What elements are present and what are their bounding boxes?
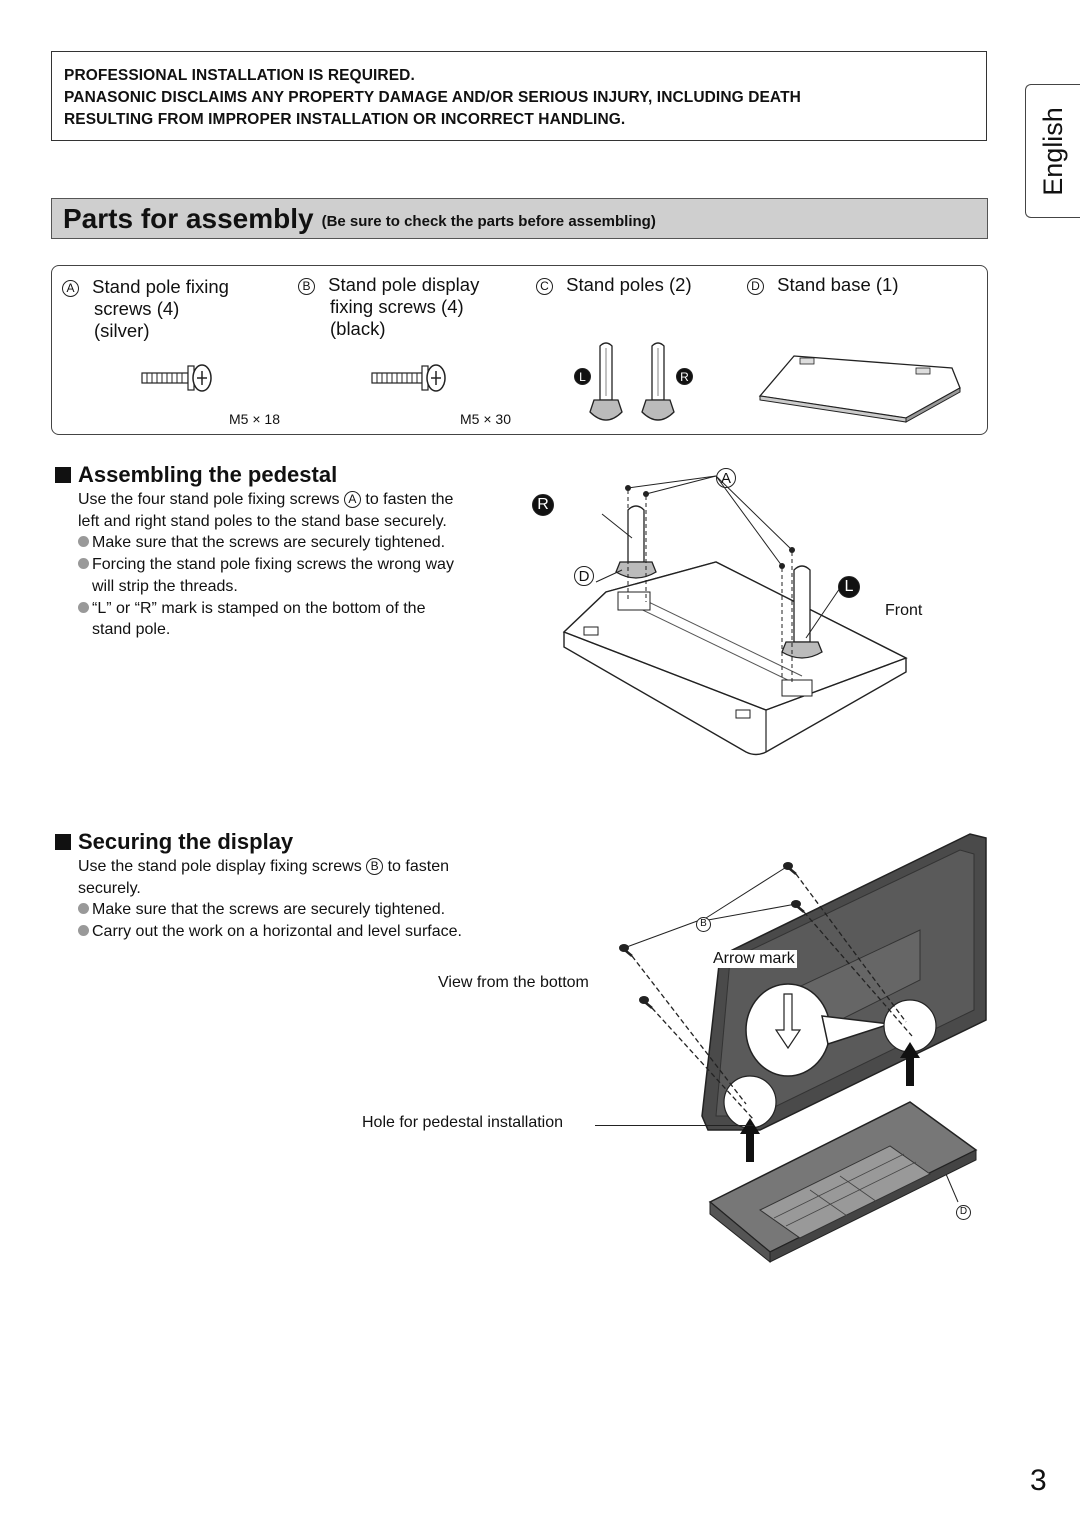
bullet-icon (78, 925, 89, 937)
warning-line-1: PROFESSIONAL INSTALLATION IS REQUIRED. (64, 67, 415, 84)
part-b-size: M5 × 30 (460, 411, 511, 427)
part-b-line-2: fixing screws (4) (330, 296, 464, 317)
fig-r-letter: R (532, 494, 554, 516)
part-a-letter: A (62, 279, 79, 297)
securing-intro-post: to fasten (387, 858, 449, 875)
fig-a-letter: A (716, 468, 736, 488)
assembling-body: Use the four stand pole fixing screws A … (78, 489, 528, 641)
view-from-bottom-label: View from the bottom (438, 974, 589, 991)
securing-intro-letter: B (366, 857, 384, 875)
securing-intro-line2: securely. (78, 879, 141, 897)
part-c-line-1: Stand poles (2) (566, 274, 692, 295)
assembling-diagram (562, 475, 908, 756)
warning-box: PROFESSIONAL INSTALLATION IS REQUIRED. P… (51, 51, 987, 141)
warning-line-3: RESULTING FROM IMPROPER INSTALLATION OR … (64, 111, 626, 128)
part-a-line-3: (silver) (94, 320, 150, 341)
part-d-label: D Stand base (1) (747, 274, 899, 296)
securing-bullet-2: Carry out the work on a horizontal and l… (92, 923, 462, 941)
bullet-icon (78, 558, 89, 570)
section-marker-icon (55, 834, 71, 850)
part-c-letter: C (536, 277, 553, 295)
hole-leader-line (595, 1125, 753, 1126)
fig-r-label: R (532, 494, 554, 516)
assembling-intro-pre: Use the four stand pole fixing screws (78, 491, 340, 508)
language-tab-label: English (1037, 106, 1068, 196)
parts-box (51, 265, 988, 435)
pole-r-mark: R (676, 368, 693, 387)
fig-b-letter: B (696, 916, 711, 932)
assembling-intro-letter: A (343, 490, 361, 508)
assembling-intro-post: to fasten the (365, 491, 454, 508)
fig-d-letter: D (574, 566, 594, 586)
fig-b-label: B (696, 914, 711, 932)
assembling-bullet-1: Make sure that the screws are securely t… (92, 534, 446, 552)
part-d-line-1: Stand base (1) (777, 274, 899, 295)
bullet-icon (78, 601, 89, 613)
assembling-bullet-2-cont: will strip the threads. (92, 577, 238, 595)
pole-l-mark: L (574, 368, 591, 387)
stand-poles-illustration (589, 342, 675, 421)
stand-base-illustration (758, 355, 961, 423)
part-b-letter: B (298, 277, 315, 295)
fig-l-letter: L (838, 576, 860, 598)
arrow-mark-label: Arrow mark (711, 950, 797, 968)
part-a-line-2: screws (4) (94, 298, 180, 319)
assembling-title: Assembling the pedestal (55, 462, 337, 488)
page-number: 3 (1030, 1464, 1047, 1497)
assembling-intro-line2: left and right stand poles to the stand … (78, 512, 447, 530)
securing-title-text: Securing the display (78, 829, 294, 854)
part-b-line-3: (black) (330, 318, 386, 339)
assembling-bullet-3: “L” or “R” mark is stamped on the bottom… (92, 599, 426, 617)
part-b-label: B Stand pole display fixing screws (4) (… (298, 274, 479, 340)
parts-subtitle: (Be sure to check the parts before assem… (321, 213, 656, 230)
securing-diagram (619, 833, 987, 1264)
part-d-letter: D (747, 277, 764, 295)
fig-front-label: Front (885, 602, 923, 619)
section-marker-icon (55, 467, 71, 483)
part-a-line-1: Stand pole fixing (92, 276, 229, 297)
assembling-bullet-2: Forcing the stand pole fixing screws the… (92, 556, 454, 574)
fig-l-label: L (838, 576, 860, 598)
part-a-label: A Stand pole fixing screws (4) (silver) (62, 276, 229, 342)
securing-intro-pre: Use the stand pole display fixing screws (78, 858, 362, 875)
fig-d2-label: D (956, 1202, 971, 1220)
securing-bullet-1: Make sure that the screws are securely t… (92, 901, 446, 919)
pole-r-letter: R (676, 368, 693, 385)
part-c-label: C Stand poles (2) (536, 274, 692, 296)
part-b-line-1: Stand pole display (328, 274, 480, 295)
fig-a-label: A (716, 468, 736, 489)
part-a-size: M5 × 18 (229, 411, 280, 427)
securing-title: Securing the display (55, 829, 293, 855)
assembling-title-text: Assembling the pedestal (78, 462, 338, 487)
screw-b-illustration (371, 364, 446, 392)
screw-a-illustration (141, 364, 212, 392)
fig-d-label: D (574, 566, 594, 587)
securing-body: Use the stand pole display fixing screws… (78, 856, 538, 943)
bullet-icon (78, 903, 89, 915)
warning-line-2: PANASONIC DISCLAIMS ANY PROPERTY DAMAGE … (64, 89, 801, 106)
parts-title: Parts for assembly (63, 202, 314, 234)
hole-label: Hole for pedestal installation (362, 1114, 564, 1131)
parts-header: Parts for assembly (Be sure to check the… (51, 198, 988, 239)
assembling-bullet-3-cont: stand pole. (92, 621, 171, 639)
language-tab[interactable]: English (1025, 84, 1080, 218)
pole-l-letter: L (574, 368, 591, 385)
bullet-icon (78, 536, 89, 548)
fig-d2-letter: D (956, 1204, 971, 1220)
